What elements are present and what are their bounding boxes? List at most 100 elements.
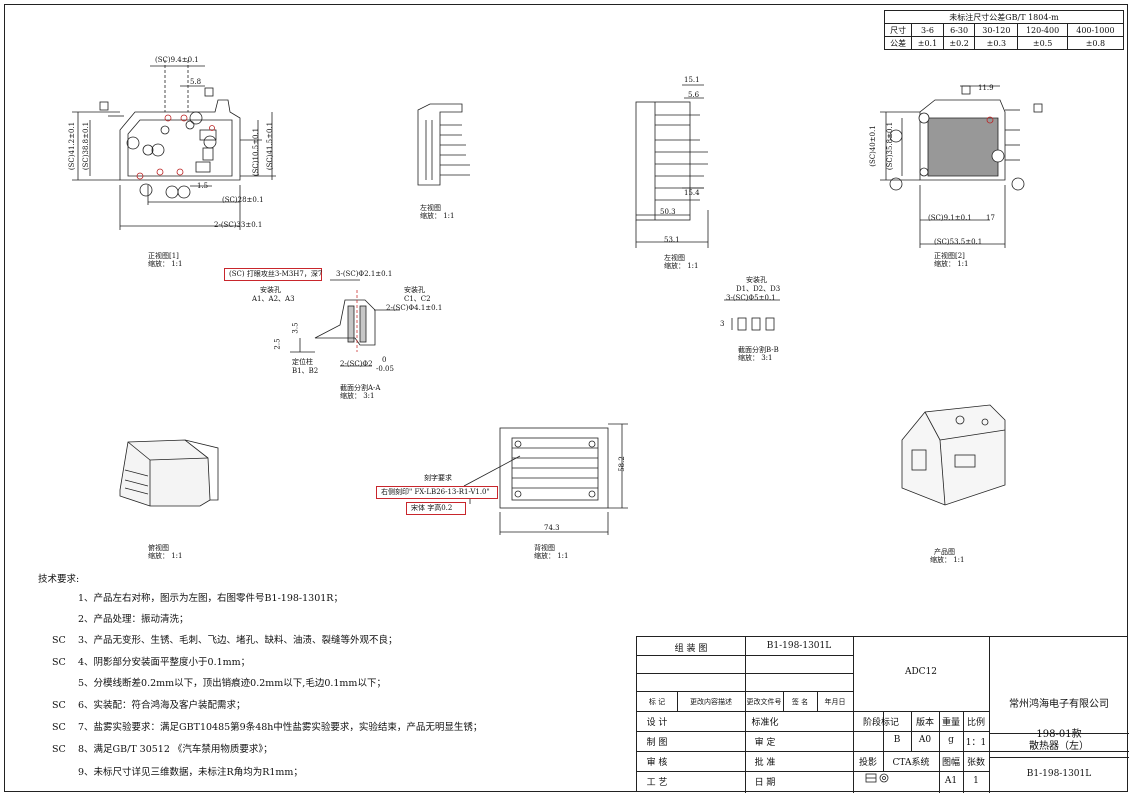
verify-label: 审 定 [754,738,776,748]
requirement-item: 6、实装配：符合鸿海及客户装配需求； [78,700,246,711]
sc-mark: SC [52,744,66,755]
weight-label: 重量 [941,718,960,728]
view-name: 正视图[1] [148,252,179,260]
view-name: 俯视图 [148,544,169,552]
sc-mark: SC [52,657,66,668]
dim-label: (SC)9.4±0.1 [155,56,199,64]
back-view [463,423,628,535]
hole-ids: D1、D2、D3 [736,285,781,293]
title-block: 组 装 图 B1-198-1301L ADC12 常州鸿海电子有限公司 标 记 … [636,636,1129,793]
projection-symbol-icon [865,773,889,783]
cta-label: CTA系统 [892,758,930,768]
dim-label: (SC)41.5±0.1 [266,121,275,171]
material: ADC12 [904,667,938,677]
sheet-count-value: 1 [973,776,979,786]
view-name: 左视图 [664,254,685,262]
part-number: B1-198-1301L [1026,769,1092,779]
dim-label: 3-(SC)Φ5±0.1 [726,294,776,302]
draw-label: 制 图 [646,738,668,748]
requirement-item: 2、产品处理：振动清洗； [78,614,189,625]
dim-label: (SC)9.1±0.1 [928,214,972,222]
dim-label: 3-(SC)Φ2.1±0.1 [336,270,393,278]
dim-label: 3 [720,320,725,328]
side-view [119,439,219,507]
view-name: 截面分割A-A [340,384,381,392]
tol-label: 公差 [883,36,913,50]
view-name: 背视图 [534,544,555,552]
tol-cell: ±0.5 [1017,36,1068,50]
rev-header: 标 记 [648,698,666,706]
craft-label: 工 艺 [646,778,668,788]
assembly-number: B1-198-1301L [766,641,832,651]
front-view-1 [72,60,276,230]
dim-label: (SC)35.8±0.1 [886,121,895,171]
sc-mark: SC [52,722,66,733]
view-scale: 缩放： 1:1 [420,212,455,220]
dim-label: 3.5 [291,322,300,334]
engrave-title: 刻字要求 [424,474,452,482]
view-name: 左视图 [420,204,441,212]
rev-header: 更改内容描述 [690,698,732,706]
engrave-note: 右侧刻印" FX-LB26-13-R1-V1.0" [376,486,498,499]
drawing-sheet [4,4,1128,792]
dim-label: (SC)40±0.1 [868,125,877,167]
pin-title: 定位柱 [292,358,313,366]
dim-label: 58.2 [617,456,626,472]
part-name-line1: 198-01款 [1036,729,1082,740]
view-scale: 缩放： 1:1 [148,260,183,268]
left-view-small [417,103,470,186]
requirement-item: 1、产品左右对称，图示为左图，右图零件号B1-198-1301R； [78,593,343,604]
hole-ids: A1、A2、A3 [252,295,295,303]
rev-header: 年月日 [824,698,846,706]
sheet-count-label: 张数 [966,758,985,768]
product-view [901,404,1006,506]
dim-label: 11.9 [978,84,994,92]
dim-label: 2-(SC)Φ2 [340,360,373,368]
front-view-2 [880,85,1043,248]
view-name: 截面分割B-B [738,346,779,354]
view-scale: 缩放： 3:1 [340,392,375,400]
requirement-item: 3、产品无变形、生锈、毛刺、飞边、堵孔、缺料、油渍、裂缝等外观不良； [78,635,398,646]
dim-label: (SC)38.8±0.1 [82,121,91,171]
stage-value: B [893,735,901,745]
font-note: 宋体 字高0.2 [406,502,466,515]
requirement-item: 4、阴影部分安装面平整度小于0.1mm； [78,657,251,668]
requirements-title: 技术要求: [38,574,80,585]
dim-label: 2.5 [273,338,282,350]
sheet-size-label: 图幅 [941,758,960,768]
dim-label: 2-(SC)Φ4.1±0.1 [386,304,443,312]
company-name: 常州鸿海电子有限公司 [1009,699,1109,710]
hole-title: 安装孔 [404,286,425,294]
stage-label: 阶段标记 [862,718,899,728]
dim-label: 0 [382,356,387,364]
requirement-item: 9、未标尺寸详见三维数据，未标注R角均为R1mm； [78,767,303,778]
view-scale: 缩放： 1:1 [534,552,569,560]
view-scale: 缩放： 1:1 [148,552,183,560]
dim-label: 15.1 [684,76,700,84]
date-label: 日 期 [754,778,776,788]
dim-label: 74.3 [544,524,560,532]
dim-label: (SC)10.5±0.1 [252,127,261,177]
view-scale: 缩放： 1:1 [934,260,969,268]
view-scale: 缩放： 1:1 [664,262,699,270]
hole-title: 安装孔 [260,286,281,294]
tol-cell: ±0.8 [1066,36,1125,50]
view-name: 产品图 [934,548,955,556]
requirement-item: 7、盐雾实验要求：满足GBT10485第9条48h中性盐雾实验要求，实验结束，产… [78,722,483,733]
dim-label: 2-(SC)33±0.1 [214,221,263,229]
dim-label: 1.5 [197,182,209,190]
dim-label: 53.1 [664,236,680,244]
tolerance-table: 未标注尺寸公差GB/T 1804-m 尺寸 3-6 6-30 30-120 12… [883,10,1125,50]
view-name: 正视图[2] [934,252,965,260]
dim-label: 17 [986,214,995,222]
hole-title: 安装孔 [746,276,767,284]
dim-label: (SC)28±0.1 [222,196,264,204]
sc-mark: SC [52,700,66,711]
section-b [724,299,780,331]
hole-ids: C1、C2 [404,295,431,303]
left-view [635,84,709,248]
tol-cell: ±0.2 [942,36,976,50]
sheet-size-value: A1 [944,776,958,786]
section-a [290,279,400,367]
